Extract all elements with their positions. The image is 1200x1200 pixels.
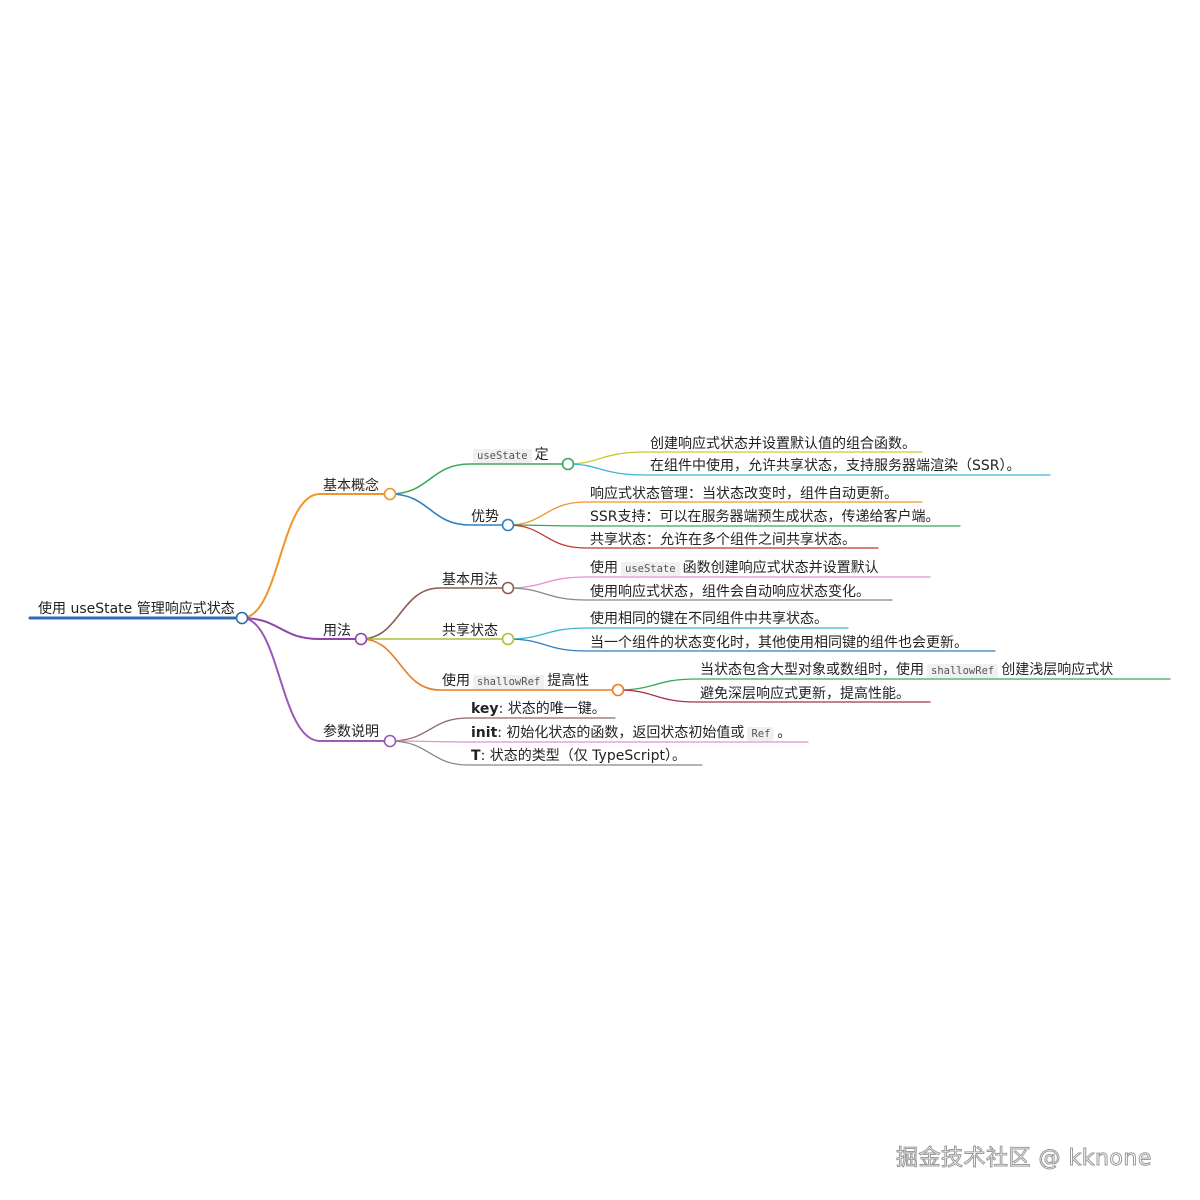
param-t[interactable]: T: 状态的类型（仅 TypeScript）。 bbox=[471, 747, 686, 765]
param-key-desc: : 状态的唯一键。 bbox=[498, 701, 606, 717]
edge-param-init bbox=[389, 740, 809, 743]
basic-usage-item-1-after: 函数创建响应式状态并设置默认 bbox=[682, 560, 879, 576]
basic-usage-item-1-before: 使用 bbox=[590, 560, 618, 576]
param-init-name: init bbox=[471, 725, 498, 741]
usage-collapse-toggle[interactable] bbox=[354, 632, 368, 646]
node-shared[interactable]: 共享状态 bbox=[442, 623, 498, 639]
shallow-item-2[interactable]: 避免深层响应式更新，提高性能。 bbox=[700, 686, 910, 702]
node-shallow-before: 使用 bbox=[442, 673, 470, 689]
node-define-text: 定 bbox=[534, 447, 549, 463]
node-concept[interactable]: 基本概念 bbox=[323, 478, 379, 494]
edge-root-concept bbox=[241, 493, 391, 619]
edge-param-key bbox=[389, 717, 616, 742]
code-shallowref: shallowRef bbox=[473, 675, 545, 689]
shared-item-1[interactable]: 使用相同的键在不同组件中共享状态。 bbox=[590, 611, 828, 627]
advantage-item-1[interactable]: 响应式状态管理：当状态改变时，组件自动更新。 bbox=[590, 486, 898, 502]
shallow-collapse-toggle[interactable] bbox=[611, 683, 625, 697]
edge-define-item2 bbox=[567, 463, 1051, 476]
edge-shared-item1 bbox=[507, 627, 849, 640]
param-t-desc: : 状态的类型（仅 TypeScript）。 bbox=[480, 748, 686, 764]
edge-concept-define bbox=[389, 463, 569, 495]
edge-adv-item2 bbox=[507, 524, 961, 527]
edge-param-t bbox=[389, 740, 703, 766]
root-collapse-toggle[interactable] bbox=[235, 611, 249, 625]
shallow-item-1-after: 创建浅层响应式状 bbox=[1001, 662, 1114, 678]
edge-basic-item2 bbox=[507, 587, 893, 601]
root-node[interactable]: 使用 useState 管理响应式状态 bbox=[38, 601, 235, 617]
advantage-collapse-toggle[interactable] bbox=[501, 518, 515, 532]
define-collapse-toggle[interactable] bbox=[561, 457, 575, 471]
edge-adv-item3 bbox=[507, 524, 879, 549]
edge-define-item1 bbox=[567, 451, 923, 465]
node-advantage[interactable]: 优势 bbox=[471, 509, 499, 525]
edge-shallow-item2 bbox=[617, 689, 931, 703]
edge-root-usage bbox=[241, 617, 362, 640]
edge-usage-basic bbox=[360, 587, 509, 640]
node-params[interactable]: 参数说明 bbox=[323, 724, 379, 740]
code-usestate: useState bbox=[473, 449, 532, 463]
advantage-item-2[interactable]: SSR支持：可以在服务器端预生成状态，传递给客户端。 bbox=[590, 509, 940, 525]
edge-basic-item1 bbox=[507, 576, 931, 589]
edge-shared-item2 bbox=[507, 638, 996, 652]
param-t-name: T bbox=[471, 748, 481, 764]
shallow-item-1-before: 当状态包含大型对象或数组时，使用 bbox=[700, 662, 924, 678]
edge-usage-shallow bbox=[360, 638, 619, 691]
param-init-after: 。 bbox=[777, 725, 792, 741]
node-basic-usage[interactable]: 基本用法 bbox=[442, 572, 498, 588]
advantage-item-3[interactable]: 共享状态：允许在多个组件之间共享状态。 bbox=[590, 532, 856, 548]
edge-adv-item1 bbox=[507, 501, 923, 526]
basic-usage-collapse-toggle[interactable] bbox=[501, 581, 515, 595]
concept-collapse-toggle[interactable] bbox=[383, 487, 397, 501]
watermark: 掘金技术社区 @ kknone bbox=[896, 1146, 1152, 1172]
edge-root-params bbox=[241, 617, 391, 742]
define-item-2[interactable]: 在组件中使用，允许共享状态，支持服务器端渲染（SSR）。 bbox=[650, 458, 1021, 474]
param-key-name: key bbox=[471, 701, 499, 717]
param-init-desc: : 初始化状态的函数，返回状态初始值或 bbox=[497, 725, 745, 741]
code-usestate-2: useState bbox=[621, 562, 680, 576]
node-usage[interactable]: 用法 bbox=[323, 623, 351, 639]
param-key[interactable]: key: 状态的唯一键。 bbox=[471, 700, 606, 718]
edge-concept-advantage bbox=[389, 493, 509, 526]
node-shallow-after: 提高性 bbox=[547, 673, 590, 689]
shared-collapse-toggle[interactable] bbox=[501, 632, 515, 646]
params-collapse-toggle[interactable] bbox=[383, 734, 397, 748]
define-item-1[interactable]: 创建响应式状态并设置默认值的组合函数。 bbox=[650, 436, 916, 452]
shared-item-2[interactable]: 当一个组件的状态变化时，其他使用相同键的组件也会更新。 bbox=[590, 635, 968, 651]
edge-shallow-item1 bbox=[617, 678, 1171, 691]
code-shallowref-2: shallowRef bbox=[927, 664, 999, 678]
basic-usage-item-2[interactable]: 使用响应式状态，组件会自动响应状态变化。 bbox=[590, 584, 870, 600]
code-ref: Ref bbox=[747, 727, 775, 741]
